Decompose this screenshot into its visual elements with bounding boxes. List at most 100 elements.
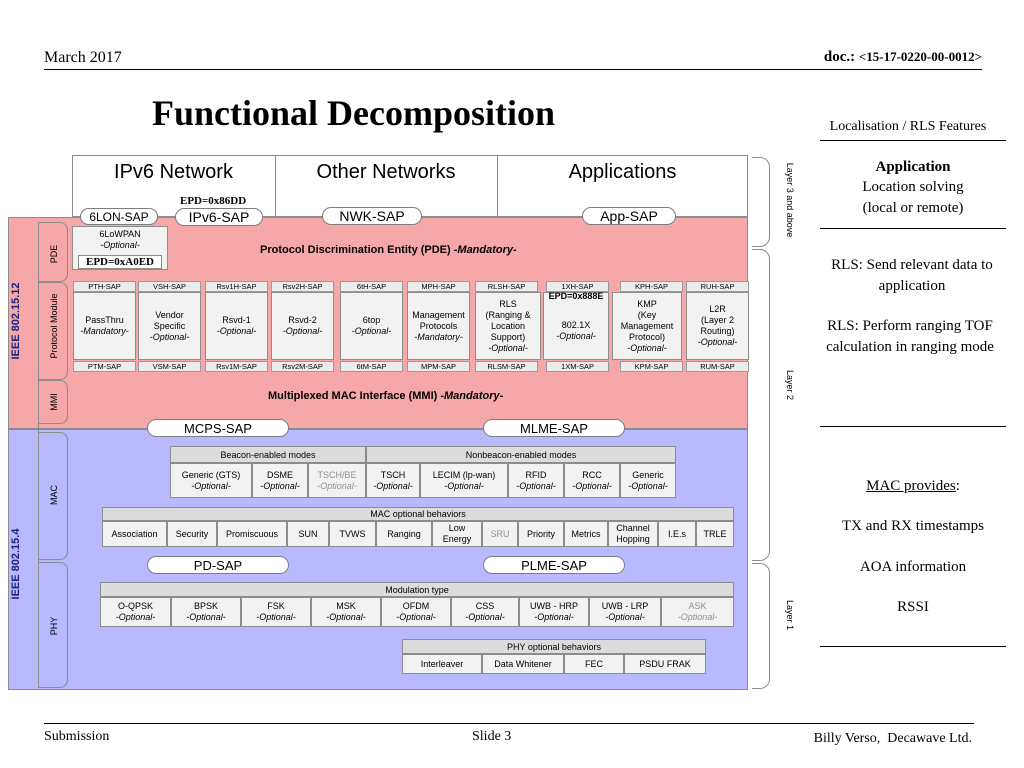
rum-sap: RUM-SAP xyxy=(686,361,749,372)
pde-title: Protocol Discrimination Entity (PDE) -Ma… xyxy=(260,244,517,256)
rls-send-data: RLS: Send relevant data to application xyxy=(831,257,993,294)
mac-mode-rfid: RFID -Optional- xyxy=(508,463,564,498)
phy-opt-psdu-frak: PSDU FRAK xyxy=(624,654,706,674)
phy-optional-behaviors-header: PHY optional behaviors xyxy=(402,639,706,654)
module-name: 6top xyxy=(362,315,381,325)
mod-status: -Optional- xyxy=(677,612,718,622)
doc-prefix: doc.: xyxy=(823,49,859,65)
mod-name: ASK xyxy=(688,601,707,611)
pth-sap: PTH-SAP xyxy=(73,281,136,292)
top-network-row xyxy=(72,155,748,217)
pde-mandatory: Mandatory xyxy=(457,244,514,256)
6lowpan-optional: -Optional- xyxy=(100,240,140,250)
footer-rule xyxy=(44,723,974,724)
mod-status: -Optional- xyxy=(605,612,645,622)
module-status: -Optional- xyxy=(216,326,257,336)
rls-ranging-tof: RLS: Perform ranging TOF calculation in … xyxy=(826,318,994,355)
layer1-bracket xyxy=(752,563,770,689)
mac-opt-trle: TRLE xyxy=(696,521,734,547)
app-heading: Application xyxy=(875,159,951,175)
mlme-sap: MLME-SAP xyxy=(483,419,625,437)
6lon-sap: 6LON-SAP xyxy=(80,208,158,225)
rsv2m-sap: Rsv2M-SAP xyxy=(271,361,334,372)
sidebar-rule-2 xyxy=(820,228,1006,229)
module-name: Rsvd-1 xyxy=(222,315,251,325)
rsv2h-sap: Rsv2H-SAP xyxy=(271,281,334,292)
mac-provides: MAC provides: xyxy=(820,478,1006,495)
mod-name: BPSK xyxy=(193,601,218,611)
mac-opt-sru: SRU xyxy=(482,521,518,547)
module-name-2: (Ranging & xyxy=(485,309,531,320)
module-name: 802.1X xyxy=(561,320,591,330)
module-name: PassThru xyxy=(85,315,124,325)
sidebar-title: Localisation / RLS Features xyxy=(829,119,987,134)
mmi-title: Multiplexed MAC Interface (MMI) -Mandato… xyxy=(268,390,503,402)
mod-status: -Optional- xyxy=(186,612,226,622)
mmi-side-label: MMI xyxy=(49,393,59,411)
module-status: -Optional- xyxy=(282,326,323,336)
module-name: L2R xyxy=(709,304,726,314)
mod-msk: MSK -Optional- xyxy=(311,597,381,627)
rsv1h-sap: Rsv1H-SAP xyxy=(205,281,268,292)
mod-ofdm: OFDM -Optional- xyxy=(381,597,451,627)
mod-bpsk: BPSK -Optional- xyxy=(171,597,241,627)
mph-sap: MPH-SAP xyxy=(407,281,470,292)
module-name: Management xyxy=(412,309,465,320)
pd-sap: PD-SAP xyxy=(147,556,289,574)
epd-86dd-label: EPD=0x86DD xyxy=(180,195,247,207)
pde-side-label: PDE xyxy=(49,244,59,264)
ipv6-sap: IPv6-SAP xyxy=(175,208,263,226)
module-name-2: Specific xyxy=(153,320,186,331)
mac-opt-channel-hopping: Channel Hopping xyxy=(608,521,658,547)
module-name-2: (Key xyxy=(637,309,657,320)
mod-status: -Optional- xyxy=(534,612,574,622)
6tm-sap: 6tM-SAP xyxy=(340,361,403,372)
mode-name: DSME xyxy=(266,469,293,480)
mod-status: -Optional- xyxy=(326,612,366,622)
other-networks-box: Other Networks xyxy=(316,160,456,183)
mac-opt-sun: SUN xyxy=(287,521,329,547)
module-vendor-specific: Vendor Specific -Optional- xyxy=(138,292,201,360)
mode-status: -Optional- xyxy=(444,480,484,491)
module-name: Vendor xyxy=(155,309,184,320)
mac-side-label: MAC xyxy=(49,485,59,505)
rlsm-sap: RLSM-SAP xyxy=(475,361,538,372)
phy-opt-interleaver: Interleaver xyxy=(402,654,482,674)
pde-dash: - xyxy=(513,244,517,256)
mod-uwb-lrp: UWB - LRP -Optional- xyxy=(589,597,661,627)
mode-status: -Optional- xyxy=(516,480,556,491)
mmi-dash: - xyxy=(499,390,504,402)
ipv6-network-box: IPv6 Network xyxy=(114,160,233,183)
module-passthru: PassThru -Mandatory- xyxy=(73,292,136,360)
app-line-1: Location solving xyxy=(862,179,964,195)
module-status: -Optional- xyxy=(556,331,596,341)
module-802-1x: 802.1X -Optional- xyxy=(543,292,609,360)
ptm-sap: PTM-SAP xyxy=(73,361,136,372)
mac-provides-colon: : xyxy=(955,478,960,494)
mode-name: RCC xyxy=(582,469,602,480)
mod-oqpsk: O-QPSK -Optional- xyxy=(100,597,171,627)
mod-name: FSK xyxy=(267,601,285,611)
module-name: KMP xyxy=(637,298,657,309)
mac-mode-generic-gts: Generic (GTS) -Optional- xyxy=(170,463,252,498)
module-name-3: Routing) xyxy=(700,326,735,336)
vsm-sap: VSM-SAP xyxy=(138,361,201,372)
mac-mode-generic: Generic -Optional- xyxy=(620,463,676,498)
module-name-4: Protocol) xyxy=(628,331,665,342)
rssi: RSSI xyxy=(897,599,929,615)
module-kmp: KMP (Key Management Protocol) -Optional- xyxy=(612,292,682,360)
epd-888e-label: EPD=0x888E xyxy=(548,291,604,301)
layer2-bracket xyxy=(752,249,770,561)
mod-name: CSS xyxy=(475,601,495,611)
mac-opt-metrics: Metrics xyxy=(564,521,608,547)
module-rsvd-2: Rsvd-2 -Optional- xyxy=(271,292,334,360)
module-status: -Optional- xyxy=(697,337,738,347)
doc-number: doc.: <15-17-0220-00-0012> xyxy=(824,49,982,66)
module-name: RLS xyxy=(499,298,517,309)
module-name-3: Location xyxy=(490,320,526,331)
mode-name: LECIM (lp-wan) xyxy=(432,469,496,480)
mod-status: -Optional- xyxy=(396,612,436,622)
mode-status: -Optional- xyxy=(317,480,357,491)
module-status: -Optional- xyxy=(149,331,190,342)
vsh-sap: VSH-SAP xyxy=(138,281,201,292)
